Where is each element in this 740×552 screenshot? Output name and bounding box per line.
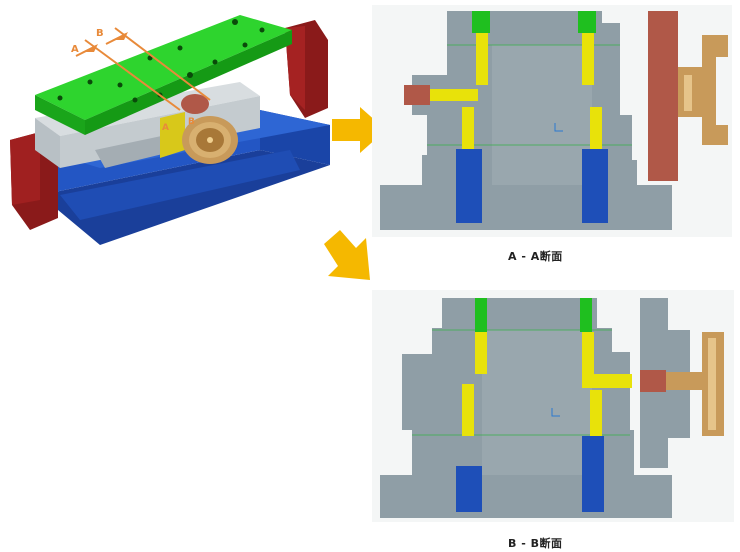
isometric-mold-svg: A B A B: [10, 15, 330, 245]
arrow-down-right: [324, 230, 370, 280]
label-a-small: A: [162, 123, 169, 133]
section-b-copper-nozzle: [640, 370, 666, 392]
section-a-blue-left: [456, 149, 482, 223]
gray-slide-front: [35, 118, 60, 168]
brass-disk-center: [207, 137, 213, 143]
red-block-right-face: [285, 26, 305, 110]
copper-nozzle: [181, 94, 209, 114]
section-b-blue-right: [582, 436, 604, 512]
section-b-yellow-right-mid: [590, 390, 602, 436]
caption-section-a: A - A断面: [508, 250, 563, 263]
mold-base-lower-front: [60, 150, 300, 220]
section-b-brass-body: [666, 372, 706, 390]
red-block-left-face: [10, 132, 40, 205]
section-a-yellow-right-mid: [590, 107, 602, 149]
section-b-svg: [372, 290, 734, 522]
section-a-copper-nozzle: [404, 85, 430, 105]
section-b-yellow-left-mid: [462, 384, 474, 436]
section-arrow-b-shaft: [105, 33, 127, 45]
yellow-insert: [160, 112, 185, 158]
section-line-b: [114, 27, 211, 101]
green-plate-front: [35, 95, 85, 135]
section-b-core: [482, 330, 592, 475]
section-arrow-a-shaft: [75, 45, 97, 57]
section-b-yellow-right-top: [582, 332, 594, 384]
section-b-yellow-horizontal: [582, 374, 632, 388]
section-a-svg: [372, 5, 732, 237]
section-a-brass-flange: [702, 35, 728, 145]
section-b-green-left: [475, 298, 487, 332]
section-a-blue-right: [582, 149, 608, 223]
section-a-yellow-right-top: [582, 33, 594, 85]
section-a-yellow-horizontal: [430, 89, 478, 101]
label-b-top: B: [96, 28, 104, 39]
section-line-a: [84, 39, 181, 111]
section-a-green-left: [472, 11, 490, 33]
section-a-axis-marker: [554, 123, 563, 132]
green-plate-top: [35, 15, 292, 120]
section-b-panel: [372, 290, 734, 522]
label-a-top: A: [71, 44, 79, 55]
section-a-red-plate: [648, 11, 678, 181]
section-a-panel: [372, 5, 732, 237]
section-a-green-right: [578, 11, 596, 33]
section-a-brass-highlight: [684, 75, 692, 111]
section-a-yellow-left-top: [476, 33, 488, 85]
label-b-small: B: [188, 117, 195, 127]
section-a-core: [492, 45, 592, 185]
section-b-axis-marker: [551, 408, 560, 417]
section-a-yellow-left-mid: [462, 107, 474, 149]
section-b-brass-highlight: [708, 338, 716, 430]
section-b-blue-left: [456, 466, 482, 512]
caption-section-b: B - B断面: [508, 537, 563, 550]
section-b-green-right: [580, 298, 592, 332]
isometric-mold-view: A B A B: [0, 0, 340, 250]
section-b-yellow-left-top: [475, 332, 487, 374]
